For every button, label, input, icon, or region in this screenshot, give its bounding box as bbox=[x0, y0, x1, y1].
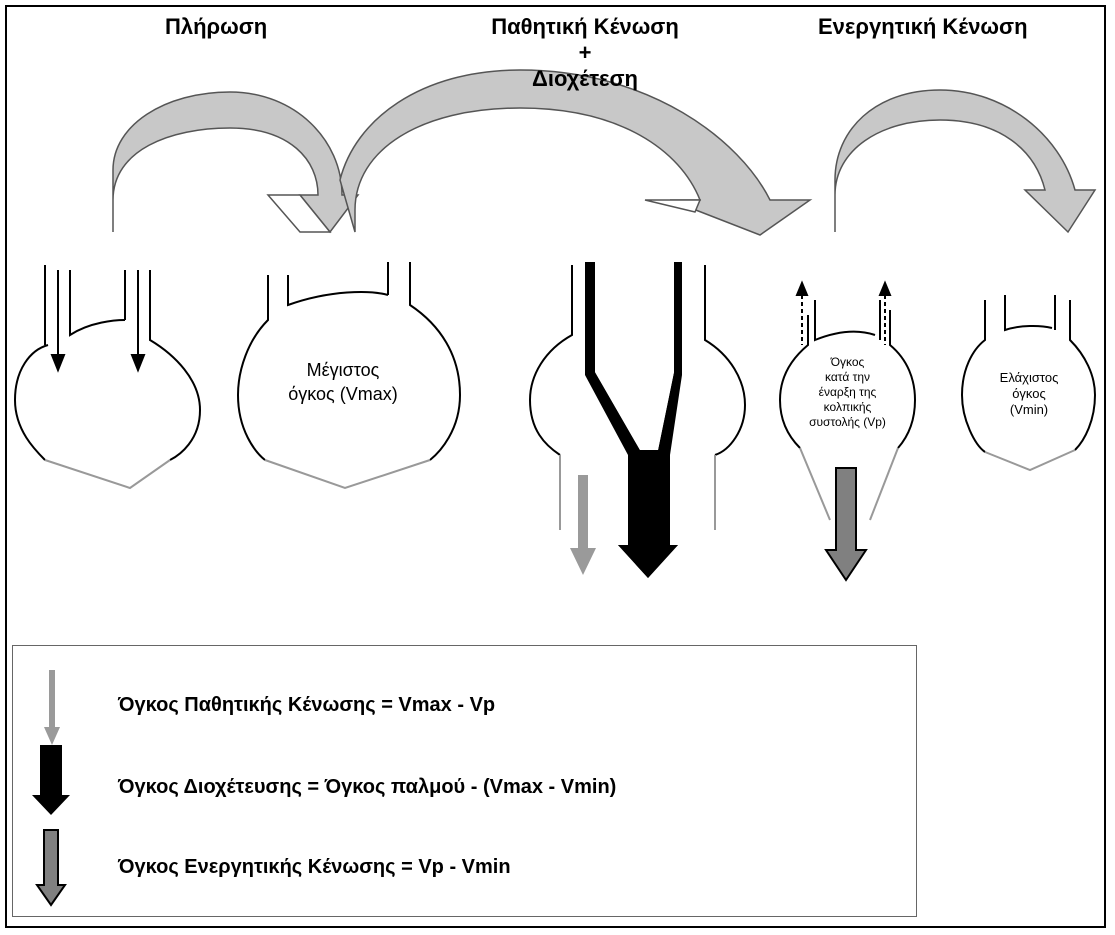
phase-title-conduit: Διοχέτεση bbox=[532, 66, 638, 91]
legend-box: Όγκος Παθητικής Κένωσης = Vmax - Vp Όγκο… bbox=[12, 645, 917, 917]
vp-label: Όγκος κατά την έναρξη της κολπικής συστο… bbox=[790, 355, 905, 430]
vmax-label-line2: όγκος (Vmax) bbox=[288, 384, 398, 404]
vmax-label-line1: Μέγιστος bbox=[306, 360, 380, 380]
chamber-vp bbox=[778, 280, 917, 521]
legend-conduit-arrow-icon bbox=[32, 745, 70, 815]
chamber-vmin bbox=[960, 295, 1097, 472]
vmax-label: Μέγιστος όγκος (Vmax) bbox=[268, 358, 418, 406]
passive-emptying-arrow bbox=[570, 475, 596, 575]
conduit-channel bbox=[585, 262, 682, 578]
legend-passive-text: Όγκος Παθητικής Κένωσης = Vmax - Vp bbox=[118, 694, 496, 716]
chamber-vmax bbox=[236, 262, 462, 490]
legend-conduit-text: Όγκος Διοχέτευσης = Όγκος παλμού - (Vmax… bbox=[118, 776, 617, 798]
vp-label-line1: Όγκος bbox=[830, 355, 865, 369]
phase-title-passive-conduit: Παθητική Κένωση + Διοχέτεση bbox=[455, 12, 715, 94]
active-curved-arrow bbox=[834, 89, 1097, 234]
active-emptying-arrow bbox=[824, 467, 868, 582]
vp-label-line2: κατά την bbox=[824, 370, 871, 384]
chamber-filling bbox=[13, 265, 202, 490]
vmin-label: Ελάχιστος όγκος (Vmin) bbox=[968, 370, 1090, 418]
phase-title-passive: Παθητική Κένωση bbox=[491, 14, 679, 39]
vmin-label-line3: (Vmin) bbox=[1009, 402, 1049, 417]
passive-conduit-curved-arrow bbox=[339, 69, 813, 236]
filling-curved-arrow bbox=[112, 91, 360, 234]
phase-title-plus: + bbox=[578, 40, 592, 65]
figure-frame bbox=[5, 5, 1106, 928]
vp-label-line3: έναρξη της bbox=[818, 385, 877, 399]
vp-label-line5: συστολής (Vp) bbox=[809, 415, 886, 429]
vmin-label-line2: όγκος bbox=[1012, 386, 1046, 401]
vmin-label-line1: Ελάχιστος bbox=[999, 370, 1059, 385]
phase-title-filling: Πλήρωση bbox=[165, 14, 268, 39]
legend-passive-arrow-icon bbox=[44, 670, 60, 745]
vp-label-line4: κολπικής bbox=[823, 400, 872, 414]
legend-active-text: Όγκος Ενεργητικής Κένωσης = Vp - Vmin bbox=[118, 856, 511, 878]
phase-title-active: Ενεργητική Κένωση bbox=[818, 14, 1028, 39]
legend-active-arrow-icon bbox=[35, 829, 67, 907]
